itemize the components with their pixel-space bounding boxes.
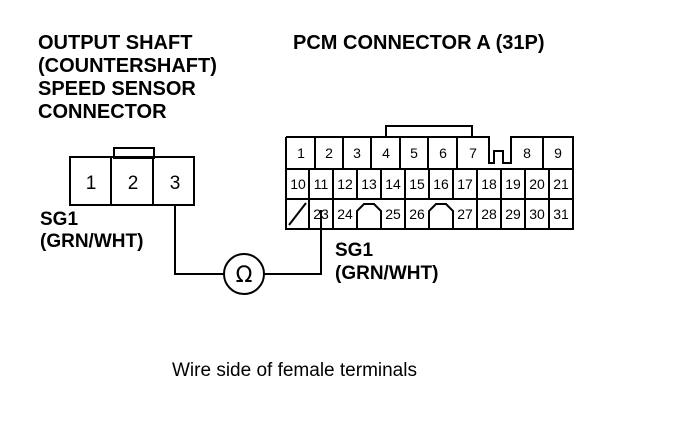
- pcm-blank-cavity-slash: [288, 202, 307, 226]
- pcm-pin-14: 14: [385, 176, 401, 192]
- pcm-connector-title: PCM CONNECTOR A (31P): [293, 32, 545, 54]
- sensor-connector-body: [69, 156, 195, 206]
- pcm-wire-color-label: (GRN/WHT): [335, 263, 438, 284]
- sensor-title-line-1: OUTPUT SHAFT: [38, 32, 192, 54]
- pcm-pin-19: 19: [505, 176, 521, 192]
- test-lead-pcm-side: [264, 210, 322, 275]
- ohmmeter-circle: [223, 253, 265, 295]
- pcm-pin-30: 30: [529, 206, 545, 222]
- test-wiring: [174, 205, 322, 275]
- sensor-signal-label: SG1: [40, 209, 78, 230]
- pcm-pin-24: 24: [337, 206, 353, 222]
- pcm-pin-29: 29: [505, 206, 521, 222]
- pcm-pin-5: 5: [410, 145, 418, 161]
- pcm-connector-body: [285, 136, 574, 230]
- pcm-pin-20: 20: [529, 176, 545, 192]
- pcm-row-2-dividers: [308, 169, 550, 199]
- sensor-wire-color-label: (GRN/WHT): [40, 231, 143, 252]
- pcm-pin-8: 8: [523, 145, 531, 161]
- pcm-connector: 1 2 3 4 5 6 7 8 9 10 11 12 13 14 15 16 1…: [285, 125, 574, 230]
- pcm-pin-25: 25: [385, 206, 401, 222]
- pcm-key-notch: [428, 203, 454, 229]
- pcm-connector-latch: [385, 125, 473, 137]
- pcm-pin-1: 1: [297, 145, 305, 161]
- pcm-pin-11: 11: [314, 176, 329, 192]
- pcm-pin-15: 15: [409, 176, 425, 192]
- pcm-pin-6: 6: [439, 145, 447, 161]
- pcm-pin-31: 31: [553, 206, 569, 222]
- ohm-icon: Ω: [236, 263, 253, 288]
- pcm-pin-21: 21: [553, 176, 569, 192]
- pcm-pin-26: 26: [409, 206, 425, 222]
- pcm-key-notch: [356, 203, 382, 229]
- sensor-pin-1: 1: [86, 173, 97, 194]
- sensor-pin-3: 3: [170, 173, 181, 194]
- pcm-pin-18: 18: [481, 176, 497, 192]
- pcm-pin-12: 12: [337, 176, 353, 192]
- pcm-pin-17: 17: [457, 176, 473, 192]
- sensor-connector: 1 2 3: [69, 147, 195, 206]
- pcm-pin-27: 27: [457, 206, 473, 222]
- pcm-row-3-dividers: [288, 199, 550, 229]
- sensor-title-line-4: CONNECTOR: [38, 101, 167, 123]
- pcm-pin-16: 16: [433, 176, 449, 192]
- pcm-pin-9: 9: [554, 145, 562, 161]
- sensor-title-line-2: (COUNTERSHAFT): [38, 55, 217, 77]
- pcm-row-1-dividers: [314, 137, 544, 169]
- pcm-pin-2: 2: [325, 145, 333, 161]
- pcm-pin-13: 13: [361, 176, 377, 192]
- ohmmeter: Ω: [223, 253, 265, 295]
- test-lead-sensor-side: [174, 205, 224, 275]
- sensor-title-line-3: SPEED SENSOR: [38, 78, 196, 100]
- sensor-connector-title: OUTPUT SHAFT (COUNTERSHAFT) SPEED SENSOR…: [38, 32, 217, 123]
- diagram-caption: Wire side of female terminals: [172, 360, 417, 381]
- pcm-pin-10: 10: [290, 176, 306, 192]
- sensor-pin-2: 2: [128, 173, 139, 194]
- pcm-pin-28: 28: [481, 206, 497, 222]
- pcm-pin-7: 7: [469, 145, 477, 161]
- pcm-signal-label: SG1: [335, 240, 373, 261]
- pcm-pin-4: 4: [382, 145, 390, 161]
- pcm-pin-3: 3: [353, 145, 361, 161]
